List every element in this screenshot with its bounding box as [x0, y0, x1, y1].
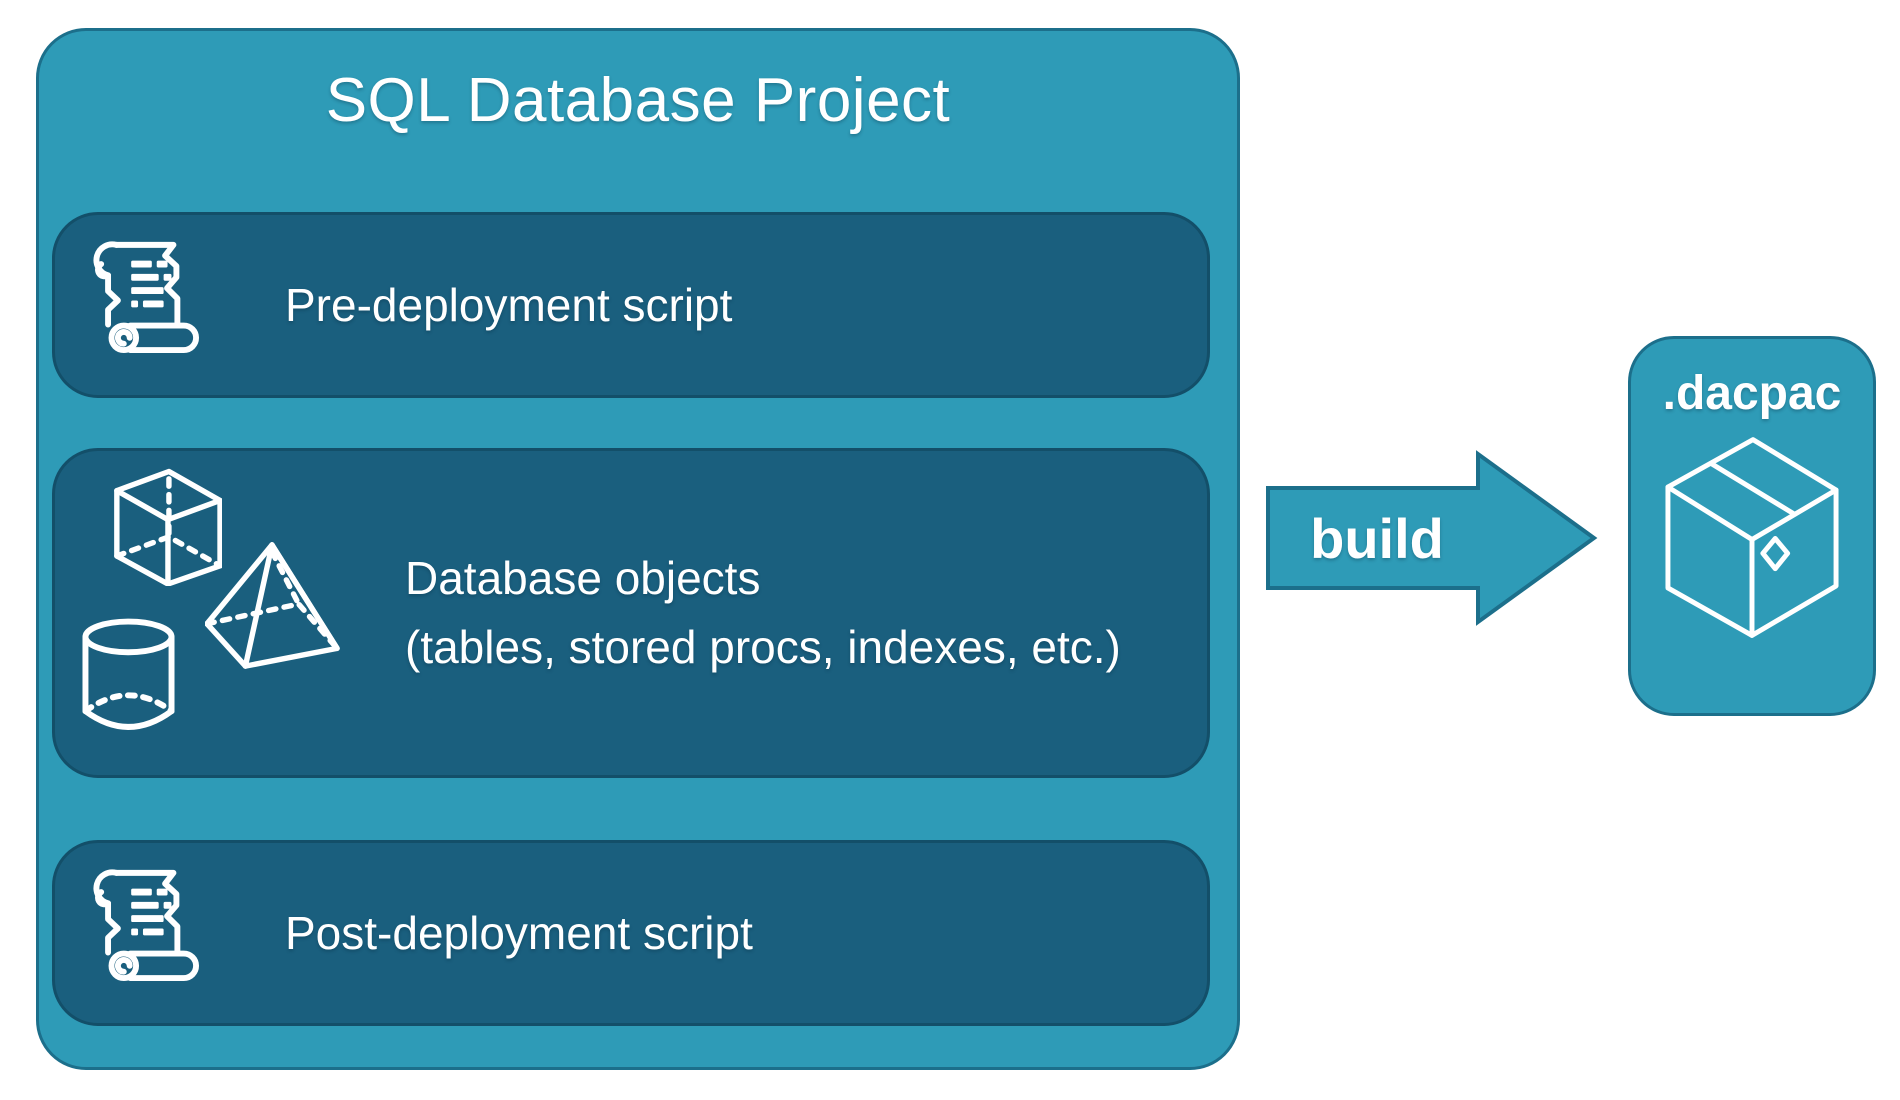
post-deployment-label-wrap: Post-deployment script	[285, 840, 753, 1026]
panel-sublabel: (tables, stored procs, indexes, etc.)	[405, 621, 1121, 673]
database-objects-label-wrap: Database objects (tables, stored procs, …	[405, 448, 1121, 778]
scroll-icon	[93, 241, 199, 354]
project-title: SQL Database Project	[325, 66, 951, 135]
cube-icon	[114, 468, 222, 586]
pre-deployment-label-wrap: Pre-deployment script	[285, 212, 732, 398]
panel-database-objects	[52, 448, 1210, 778]
panel-post-deployment	[52, 840, 1210, 1026]
dacpac-label: .dacpac	[1662, 367, 1842, 420]
build-arrow-label: build	[1310, 506, 1444, 570]
pyramid-icon	[205, 542, 340, 669]
panel-label: Pre-deployment script	[285, 278, 733, 331]
scroll-icon	[93, 869, 199, 982]
panel-pre-deployment	[52, 212, 1210, 398]
panel-label: Post-deployment script	[285, 906, 753, 959]
build-arrow-icon	[1266, 450, 1598, 626]
cylinder-icon	[82, 618, 175, 730]
package-icon	[1665, 437, 1839, 638]
panel-label: Database objects	[405, 552, 761, 604]
